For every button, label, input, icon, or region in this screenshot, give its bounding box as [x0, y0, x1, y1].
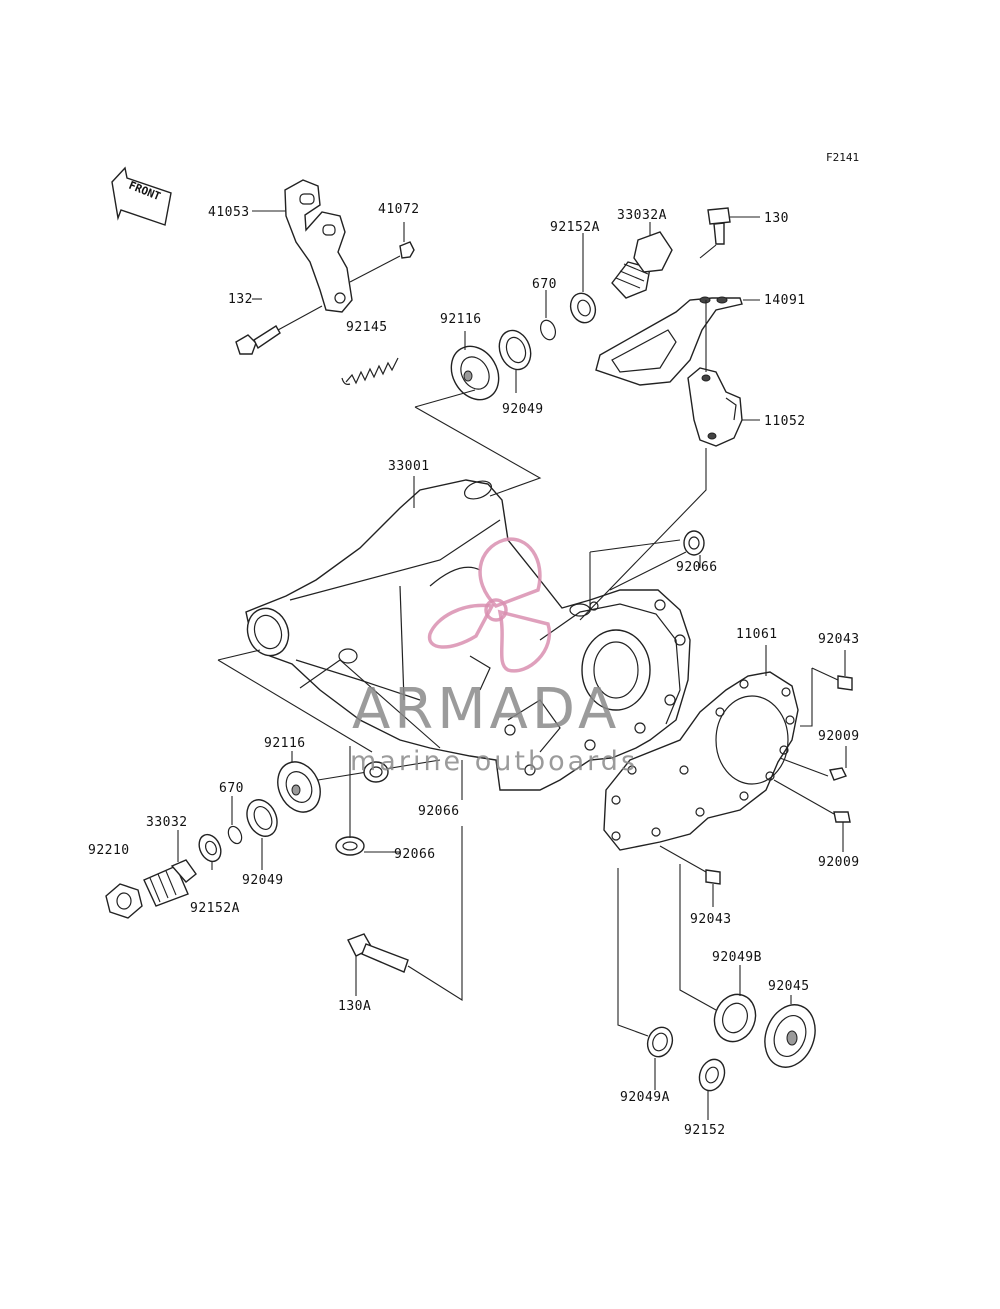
part-11061-gasket-illustration: [603, 671, 799, 851]
label-92043-bottom: 92043: [690, 912, 732, 927]
part-92049-top-seal-illustration: [498, 329, 532, 371]
part-92152A-left-washer-illustration: [198, 833, 222, 863]
propeller-logo-icon: [427, 537, 552, 673]
armada-watermark: ARMADA marine outboards: [350, 537, 638, 777]
part-92066-mid-collar-illustration: [363, 761, 389, 783]
label-92009-a: 92009: [818, 729, 860, 744]
label-92152A-top: 92152A: [550, 220, 600, 235]
label-670-top: 670: [532, 277, 557, 292]
label-11061: 11061: [736, 627, 778, 642]
part-92066-right-collar-illustration: [683, 530, 705, 556]
label-33032A: 33032A: [617, 208, 667, 223]
part-11052-bracket-illustration: [687, 367, 743, 447]
part-92043-bottom-dowel-illustration: [705, 869, 721, 885]
label-92045: 92045: [768, 979, 810, 994]
label-130A: 130A: [338, 999, 371, 1014]
label-92152: 92152: [684, 1123, 726, 1138]
front-direction-arrow: FRONT: [111, 166, 172, 226]
label-92116-top: 92116: [440, 312, 482, 327]
part-92116-left-bearing-illustration: [277, 761, 321, 813]
part-130A-bolt-illustration: [347, 933, 409, 973]
label-92066-right: 92066: [676, 560, 718, 575]
label-670-left: 670: [219, 781, 244, 796]
part-92049B-seal-illustration: [713, 993, 757, 1043]
part-92152-washer-illustration: [698, 1058, 726, 1092]
part-92152A-top-washer-illustration: [569, 292, 597, 324]
label-92066-low: 92066: [394, 847, 436, 862]
part-14091-bracket-illustration: [595, 296, 743, 386]
part-132-bolt-illustration: [235, 325, 281, 355]
label-41053: 41053: [208, 205, 250, 220]
label-14091: 14091: [764, 293, 806, 308]
part-33032-adjuster-illustration: [143, 859, 197, 907]
part-92043-top-dowel-illustration: [837, 675, 853, 691]
part-92009-screw-b-illustration: [833, 811, 851, 823]
label-132: 132: [228, 292, 253, 307]
part-92210-nut-illustration: [105, 883, 143, 919]
part-92045-bearing-illustration: [764, 1004, 816, 1068]
watermark-brand: ARMADA: [352, 677, 620, 742]
diagram-code: F2141: [826, 151, 859, 164]
part-130-bolt-illustration: [707, 207, 731, 245]
part-92066-low-collar-illustration: [335, 836, 365, 856]
part-33032A-adjuster-illustration: [611, 231, 673, 299]
part-92116-top-bearing-illustration: [450, 345, 500, 401]
label-92116-left: 92116: [264, 736, 306, 751]
label-92049B: 92049B: [712, 950, 762, 965]
label-92049-left: 92049: [242, 873, 284, 888]
label-92049-top: 92049: [502, 402, 544, 417]
label-92009-b: 92009: [818, 855, 860, 870]
label-92210: 92210: [88, 843, 130, 858]
watermark-tagline: marine outboards: [350, 746, 638, 777]
part-33001-swingarm-housing-illustration: [245, 479, 691, 791]
label-92152A-left: 92152A: [190, 901, 240, 916]
part-41072-nut-illustration: [399, 241, 415, 259]
label-92066-mid: 92066: [418, 804, 460, 819]
label-33001: 33001: [388, 459, 430, 474]
part-670-top-ring-illustration: [539, 319, 557, 341]
label-92145: 92145: [346, 320, 388, 335]
label-92043-top: 92043: [818, 632, 860, 647]
label-11052: 11052: [764, 414, 806, 429]
label-41072: 41072: [378, 202, 420, 217]
label-92049A: 92049A: [620, 1090, 670, 1105]
label-130: 130: [764, 211, 789, 226]
label-33032: 33032: [146, 815, 188, 830]
part-92009-screw-a-illustration: [829, 767, 847, 781]
part-670-left-ring-illustration: [227, 825, 243, 845]
part-92049A-seal-illustration: [646, 1026, 674, 1058]
part-41053-lever-illustration: [284, 179, 353, 313]
part-92145-spring-illustration: [341, 357, 399, 385]
part-92049-left-seal-illustration: [246, 799, 278, 837]
